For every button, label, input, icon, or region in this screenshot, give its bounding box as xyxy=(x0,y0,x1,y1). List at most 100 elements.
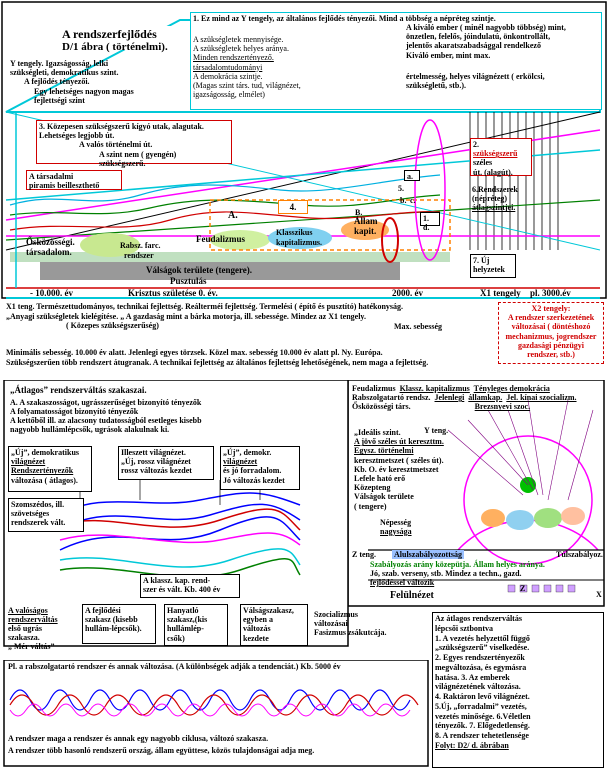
band-valsagok: Válságok területe (tengere). xyxy=(146,265,253,275)
szomszedos-line: szövetséges xyxy=(11,509,50,519)
nepesseg-line: nagysága xyxy=(380,527,412,536)
box3-line: A szint nem ( gyengén) xyxy=(99,149,177,159)
right-list-line: ( tengere) xyxy=(354,501,387,511)
band-oskozossegi: Ősközösségi. xyxy=(26,237,75,247)
top-note-item: A szükségletek helyes aránya. xyxy=(193,44,289,54)
rbox7-line: helyzetek xyxy=(473,265,505,275)
rbox6-line: átlagszintjei. xyxy=(472,203,516,213)
y-axis-box: Y tengely. Igazságosság, lelki szükségle… xyxy=(8,58,143,105)
illeszett-line: rossz változás kezdet xyxy=(121,466,192,476)
hanyatlo-line: hullámlép- xyxy=(167,624,204,634)
minimal-text-block: Minimális sebesség. 10.000 év alatt. Jel… xyxy=(6,348,501,367)
right-list-line: „Ideális szint. xyxy=(354,428,401,437)
top-note-item: társadalomtudományi xyxy=(193,62,263,72)
rtl-allamkap: államkap. xyxy=(468,393,503,403)
top-note-heading: 1. Ez mind az Y tengely, az általános fe… xyxy=(193,14,496,23)
szomszedos-line: Szomszédos, ill. xyxy=(11,500,65,509)
szabalyozas-text: Szabályozás arány közepütja. Állam helye… xyxy=(370,560,590,587)
label-4: 4. xyxy=(278,200,308,214)
br-line: 1. A vezetés helyzettől függő xyxy=(435,633,530,643)
uj2-line: „Új”, demokr. xyxy=(223,448,272,457)
uj-demokratikus-box: „Új”, demokratikus világnézet Rendszerté… xyxy=(8,446,92,492)
z-letter: Z xyxy=(520,584,526,593)
bottom-caption: Pl. a rabszolgatartó rendszer és annak v… xyxy=(8,662,341,671)
szoc-line: Szocializmus xyxy=(314,610,358,619)
uj2-line: világnézet xyxy=(223,457,258,467)
top-note-right-item: A kiváló ember ( minél nagyobb többség) … xyxy=(406,23,566,32)
bottom-waves-graphics xyxy=(3,660,429,767)
uj1-line: változása ( átlagos). xyxy=(11,475,78,485)
uj1-line: „Új”, demokratikus xyxy=(11,448,80,457)
bottom-foot-1: A rendszer maga a rendszer és annak egy … xyxy=(8,734,269,743)
right-list: „Ideális szint. A jövő széles út kereszt… xyxy=(354,428,464,511)
band-klasszikus: Klasszikus xyxy=(276,228,313,237)
szab-line: fejlődéssel változik xyxy=(370,578,435,587)
pyramid-line: piramis beilleszthető xyxy=(29,181,100,191)
feljodesi-box: A fejlődési szakasz (kisebb hullám-lépcs… xyxy=(82,604,156,644)
top-note-right-item: Kiváló ember, mint max. xyxy=(406,50,491,60)
uj2-line: és jó forradalom. xyxy=(223,466,282,476)
right-box-6: 6.Rendszerek (népréteg) átlagszintjei. xyxy=(470,184,532,216)
klassz-kap-box: A klassz. kap. rend- szer és vált. Kb. 4… xyxy=(140,574,240,598)
hanyatlo-box: Hanyatló szakasz,(kis hullámlép- csők) xyxy=(164,604,228,646)
tulszab-label: Túlszabályoz. xyxy=(556,550,603,559)
br-line: vezetés minősége. 6.Véletlen xyxy=(435,711,531,721)
right-box-2: 2. szükségszerű széles út. (alagút). xyxy=(470,138,532,177)
x2-line: A rendszer szerkezetének xyxy=(507,313,595,323)
nepesseg-line: Népesség xyxy=(380,518,412,527)
right-panel-graphics xyxy=(348,380,605,607)
br-line: lépcsői sztbontva xyxy=(435,623,493,633)
box3-line: Lehetséges legjobb út. xyxy=(39,131,115,141)
feljodesi-line: A fejlődési xyxy=(85,606,121,615)
label-1d: 1. d. xyxy=(420,212,440,232)
br-line: 4. Raktáron levő világnézet. xyxy=(435,692,530,701)
right-list-line: Kb. O. év keresztmetszet xyxy=(354,464,439,474)
uj1-line: Rendszertényezők xyxy=(11,466,74,476)
label-B: B. xyxy=(355,208,363,217)
valsag-line: egyben a xyxy=(243,615,273,625)
uj-demokr-box: „Új”, demokr. világnézet és jó forradalo… xyxy=(220,446,300,490)
left-panel-line: nagyobb hullámlépcsők, ugrások alakulnak… xyxy=(10,425,170,434)
szab-line: Jó, szab. verseny, stb. Mindez a techn.,… xyxy=(370,569,522,578)
valsag-line: Válságszakasz, xyxy=(243,606,294,615)
top-note-item: A szükségletek mennyisége. xyxy=(193,35,284,44)
br-line: hatása. 3. Az emberek xyxy=(435,672,510,682)
x2-line: gazdasági pénzügyi xyxy=(517,340,584,350)
top-diagram-graphics xyxy=(1,1,607,299)
right-box-7: 7. Új helyzetek xyxy=(470,254,516,278)
rtl-klassz: Klassz. kapitalizmus xyxy=(399,384,470,393)
band-tarsadalom: társadalom. xyxy=(26,247,72,257)
y-axis-line: Y tengely. Igazságosság, lelki xyxy=(10,59,109,68)
br-line: 2. Egyes rendszertényezők xyxy=(435,653,525,662)
pyramid-line: A társadalmi xyxy=(29,172,74,181)
top-note-item: Minden rendszertényező. xyxy=(193,53,274,63)
left-panel-header: „Átlagos” rendszerváltás szakaszai. xyxy=(10,385,147,395)
szomszedos-box: Szomszédos, ill. szövetséges rendszerek … xyxy=(8,498,84,532)
x2-box: X2 tengely: A rendszer szerkezetének vál… xyxy=(498,302,604,364)
rbox2-line: út. (alagút). xyxy=(473,167,513,177)
max-sebesseg: Max. sebesség xyxy=(394,322,442,331)
x2-line: rendszer, stb.) xyxy=(527,349,575,359)
br-line: világnézetének változása. xyxy=(435,682,521,692)
left-panel-line: A folyamatosságot bizonyító tényezők xyxy=(10,407,139,416)
top-note-right-item: jelentős akaratszabadsággal rendelkező xyxy=(406,41,541,51)
rbox6-line: 6.Rendszerek xyxy=(472,185,518,194)
band-rabsz: Rabsz. farc. xyxy=(120,241,161,250)
timeline-3000: pl. 3000.év xyxy=(530,288,571,298)
left-panel-line: A. A szakaszosságot, ugrásszerűséget biz… xyxy=(10,398,202,407)
feljodesi-line: hullám-lépcsők). xyxy=(85,624,142,634)
br-line: „szükségszerű” viselkedése. xyxy=(435,643,530,653)
label-kapit: kapit. xyxy=(354,226,377,236)
top-note-right-item: értelmesség, helyes világnézett ( erkölc… xyxy=(406,71,545,81)
label-5: 5. xyxy=(398,184,404,193)
x1-line: X1 teng. Természettudományos, technikai … xyxy=(6,302,404,311)
valosagos-box: A valóságos rendszerváltás első ugrás sz… xyxy=(8,606,78,651)
valosagos-line: szakasza. xyxy=(8,633,40,642)
right-list-line: keresztmetszet ( széles út). xyxy=(354,455,444,465)
br-line: tényezők. 7. Előgedetlenség. xyxy=(435,721,530,731)
label-c: c. xyxy=(410,196,416,205)
box3-line: szükségszerű. xyxy=(99,158,146,168)
valosagos-line: A valóságos xyxy=(8,606,48,615)
band-feudalizmus: Feudalizmus xyxy=(196,234,246,244)
x1-line: „Anyagi szükségletek kielégítése. „ A ga… xyxy=(6,311,366,321)
